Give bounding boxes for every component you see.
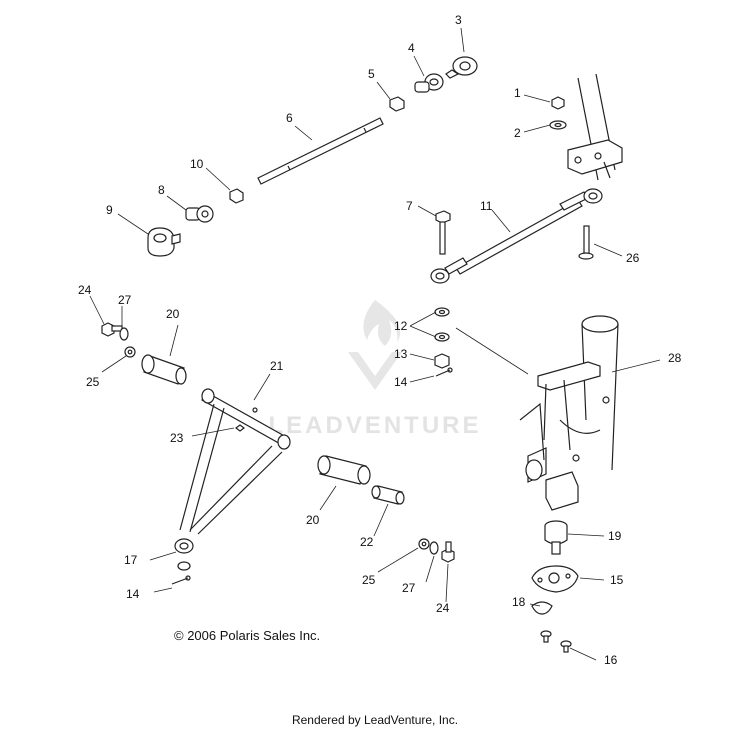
washer-25-upper — [124, 346, 136, 358]
upper-tie-rod-bar — [257, 117, 384, 185]
jam-nut-5 — [389, 96, 405, 112]
washer-27-upper — [119, 327, 129, 341]
callout-28: 28 — [668, 351, 682, 365]
a-arm-21 — [179, 388, 291, 535]
copyright-text: © 2006 Polaris Sales Inc. — [174, 628, 320, 643]
callout-6: 6 — [286, 111, 293, 125]
spindle-28 — [519, 315, 619, 511]
callout-3: 3 — [455, 13, 462, 27]
nut-1 — [551, 96, 565, 110]
grease-fitting-23 — [235, 424, 245, 432]
washer-12-lower — [434, 332, 450, 342]
callout-24-lower: 24 — [436, 601, 450, 615]
callout-1: 1 — [514, 86, 521, 100]
callout-8: 8 — [158, 183, 165, 197]
callout-15: 15 — [610, 573, 624, 587]
callout-9: 9 — [106, 203, 113, 217]
rod-end-9 — [147, 227, 181, 257]
steering-post — [567, 73, 623, 181]
callout-24: 24 — [78, 283, 92, 297]
callout-4: 4 — [408, 41, 415, 55]
callout-18: 18 — [512, 595, 526, 609]
callout-2: 2 — [514, 126, 521, 140]
callout-12: 12 — [394, 319, 408, 333]
callout-25: 25 — [86, 375, 100, 389]
tie-rod-11 — [430, 188, 603, 284]
rod-end-8 — [185, 205, 214, 223]
clip-18 — [531, 601, 553, 615]
callout-16: 16 — [604, 653, 618, 667]
cotter-pin-14-upper — [435, 367, 453, 377]
footer-text: Rendered by LeadVenture, Inc. — [292, 713, 458, 727]
callout-22: 22 — [360, 535, 374, 549]
washer-27-lower — [429, 541, 439, 555]
callout-14: 14 — [394, 375, 408, 389]
callout-20-lower: 20 — [306, 513, 320, 527]
callout-13: 13 — [394, 347, 408, 361]
callout-labels: 1 2 3 4 5 6 7 8 9 10 11 12 13 14 15 16 1… — [78, 13, 682, 667]
callout-23: 23 — [170, 431, 184, 445]
callout-14-lower: 14 — [126, 587, 140, 601]
jam-nut-10 — [229, 188, 244, 204]
callout-10: 10 — [190, 157, 204, 171]
screw-16 — [540, 630, 572, 653]
watermark-text: LEADVENTURE — [268, 412, 481, 439]
ball-joint-17 — [174, 538, 194, 571]
callout-20: 20 — [166, 307, 180, 321]
washer-12-upper — [434, 307, 450, 317]
plate-15 — [531, 565, 579, 593]
bolt-7 — [435, 210, 451, 255]
callout-19: 19 — [608, 529, 622, 543]
bolt-24-upper — [101, 322, 123, 337]
washer-2 — [549, 120, 567, 130]
callout-27-lower: 27 — [402, 581, 416, 595]
bolt-26 — [578, 225, 594, 260]
bolt-24-lower — [441, 541, 455, 563]
nut-13 — [434, 353, 450, 369]
callout-11: 11 — [480, 199, 493, 213]
watermark-logo — [348, 300, 402, 390]
leader-lines — [89, 27, 661, 661]
washer-25-lower — [418, 538, 430, 550]
callout-27: 27 — [118, 293, 132, 307]
bushing-20-lower — [317, 455, 371, 485]
axis-line-12 — [455, 327, 529, 375]
cotter-pin-14-lower — [171, 575, 191, 585]
callout-21: 21 — [270, 359, 284, 373]
sleeve-22 — [371, 485, 405, 505]
rod-end-4 — [414, 73, 444, 93]
rod-end-3 — [445, 56, 478, 79]
ball-joint-19 — [544, 520, 568, 555]
bushing-20-upper — [141, 354, 187, 385]
callout-7: 7 — [406, 199, 413, 213]
callout-5: 5 — [368, 67, 375, 81]
callout-26: 26 — [626, 251, 640, 265]
callout-17: 17 — [124, 553, 138, 567]
callout-25-lower: 25 — [362, 573, 376, 587]
